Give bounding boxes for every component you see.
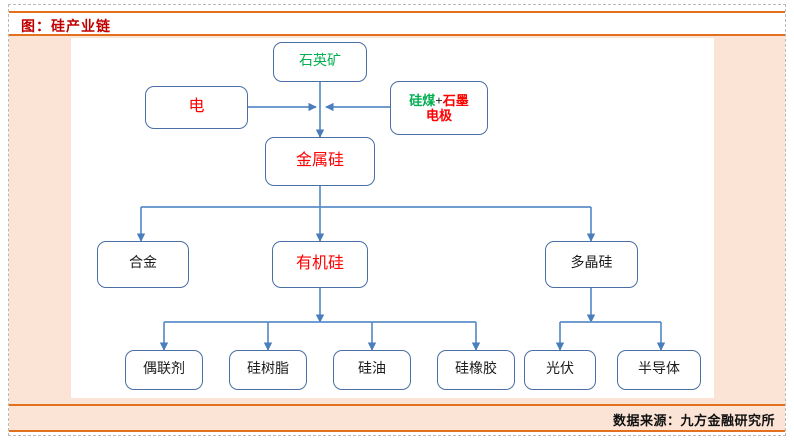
page-title: 图：硅产业链 bbox=[21, 20, 111, 35]
node-organosilicon-label: 有机硅 bbox=[295, 255, 344, 273]
node-semiconductor-label: 半导体 bbox=[638, 361, 680, 377]
data-source-label: 数据来源：九方金融研究所 bbox=[612, 413, 775, 428]
node-metallic-silicon[interactable]: 金属硅 bbox=[265, 137, 375, 186]
node-electricity-label: 电 bbox=[188, 98, 205, 116]
node-quartz-ore-label: 石英矿 bbox=[299, 53, 341, 69]
node-silicon-coal-graphite-electrode-text: 硅煤+石墨 电极 bbox=[409, 93, 468, 124]
node-organosilicon[interactable]: 有机硅 bbox=[272, 241, 368, 288]
node-alloy[interactable]: 合金 bbox=[97, 241, 189, 288]
node-silicone-oil-label: 硅油 bbox=[358, 361, 386, 377]
node-coupling-agent[interactable]: 偶联剂 bbox=[125, 350, 203, 390]
segment-silicon-coal: 硅煤 bbox=[409, 92, 436, 108]
node-silicone-oil[interactable]: 硅油 bbox=[333, 350, 411, 390]
node-silicone-rubber[interactable]: 硅橡胶 bbox=[437, 350, 515, 390]
node-silicone-resin[interactable]: 硅树脂 bbox=[229, 350, 307, 390]
chart-header-band: 图：硅产业链 bbox=[9, 11, 785, 36]
node-silicone-resin-label: 硅树脂 bbox=[247, 361, 289, 377]
segment-plus: + bbox=[435, 92, 443, 108]
node-semiconductor[interactable]: 半导体 bbox=[617, 350, 701, 390]
node-photovoltaic[interactable]: 光伏 bbox=[524, 350, 596, 390]
node-quartz-ore[interactable]: 石英矿 bbox=[273, 42, 367, 82]
node-polysilicon-label: 多晶硅 bbox=[570, 256, 613, 272]
node-silicon-coal-graphite-electrode[interactable]: 硅煤+石墨 电极 bbox=[390, 81, 488, 135]
node-metallic-silicon-label: 金属硅 bbox=[295, 152, 344, 170]
segment-graphite: 石墨 bbox=[442, 92, 469, 108]
slide-frame bbox=[8, 4, 786, 436]
node-electricity[interactable]: 电 bbox=[145, 86, 248, 129]
chart-footer-band: 数据来源：九方金融研究所 bbox=[9, 404, 785, 432]
segment-electrode: 电极 bbox=[425, 108, 452, 123]
node-silicone-rubber-label: 硅橡胶 bbox=[455, 361, 497, 377]
node-photovoltaic-label: 光伏 bbox=[546, 361, 574, 377]
node-polysilicon[interactable]: 多晶硅 bbox=[545, 241, 638, 288]
node-coupling-agent-label: 偶联剂 bbox=[143, 361, 185, 377]
node-alloy-label: 合金 bbox=[129, 256, 157, 272]
